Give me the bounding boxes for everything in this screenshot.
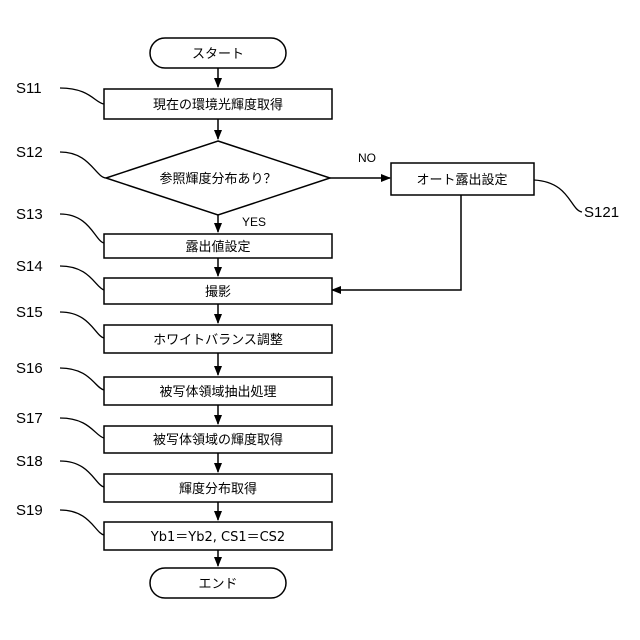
step-number-s14: S14 bbox=[16, 258, 43, 275]
node-s15: ホワイトバランス調整 bbox=[104, 325, 332, 353]
s17-label: 被写体領域の輝度取得 bbox=[153, 432, 283, 448]
s16-label: 被写体領域抽出処理 bbox=[159, 384, 276, 400]
node-s121: オート露出設定 bbox=[391, 163, 534, 195]
step-number-s18: S18 bbox=[16, 453, 43, 470]
node-s14: 撮影 bbox=[104, 278, 332, 304]
leader-s14 bbox=[60, 266, 104, 290]
s121-label: オート露出設定 bbox=[416, 172, 507, 188]
leader-s16 bbox=[60, 368, 104, 390]
step-leaders bbox=[60, 88, 582, 535]
node-s16: 被写体領域抽出処理 bbox=[104, 377, 332, 405]
node-s19: Yb1＝Yb2, CS1＝CS2 bbox=[104, 522, 332, 550]
leader-s18 bbox=[60, 461, 104, 487]
s12-label: 参照輝度分布あり？ bbox=[159, 171, 276, 187]
s15-label: ホワイトバランス調整 bbox=[153, 333, 283, 348]
s11-label: 現在の環境光輝度取得 bbox=[153, 97, 283, 113]
node-start: スタート bbox=[150, 38, 286, 68]
s14-label: 撮影 bbox=[205, 284, 231, 300]
end-label: エンド bbox=[198, 577, 237, 592]
node-s18: 輝度分布取得 bbox=[104, 474, 332, 502]
leader-s17 bbox=[60, 418, 104, 438]
step-number-s19: S19 bbox=[16, 502, 43, 519]
node-s13: 露出値設定 bbox=[104, 234, 332, 258]
s19-label: Yb1＝Yb2, CS1＝CS2 bbox=[150, 530, 285, 545]
node-s11: 現在の環境光輝度取得 bbox=[104, 89, 332, 119]
leader-s19 bbox=[60, 510, 104, 535]
node-s12: 参照輝度分布あり？ bbox=[106, 141, 330, 215]
leader-s11 bbox=[60, 88, 104, 104]
s18-label: 輝度分布取得 bbox=[179, 481, 257, 497]
step-number-s17: S17 bbox=[16, 410, 43, 427]
step-number-s11: S11 bbox=[16, 80, 42, 97]
step-number-s13: S13 bbox=[16, 206, 43, 223]
node-s17: 被写体領域の輝度取得 bbox=[104, 426, 332, 453]
start-label: スタート bbox=[192, 47, 244, 62]
leader-s12 bbox=[60, 152, 106, 178]
step-number-s121: S121 bbox=[584, 204, 619, 221]
leader-s15 bbox=[60, 312, 104, 338]
leader-s121 bbox=[534, 180, 582, 212]
branch-no-label: NO bbox=[358, 151, 376, 165]
arrow-s121-s14 bbox=[332, 195, 461, 290]
branch-yes-label: YES bbox=[242, 215, 266, 229]
s13-label: 露出値設定 bbox=[185, 239, 250, 255]
step-number-s12: S12 bbox=[16, 144, 43, 161]
leader-s13 bbox=[60, 214, 104, 243]
node-end: エンド bbox=[150, 568, 286, 598]
step-number-s16: S16 bbox=[16, 360, 43, 377]
step-number-s15: S15 bbox=[16, 304, 43, 321]
